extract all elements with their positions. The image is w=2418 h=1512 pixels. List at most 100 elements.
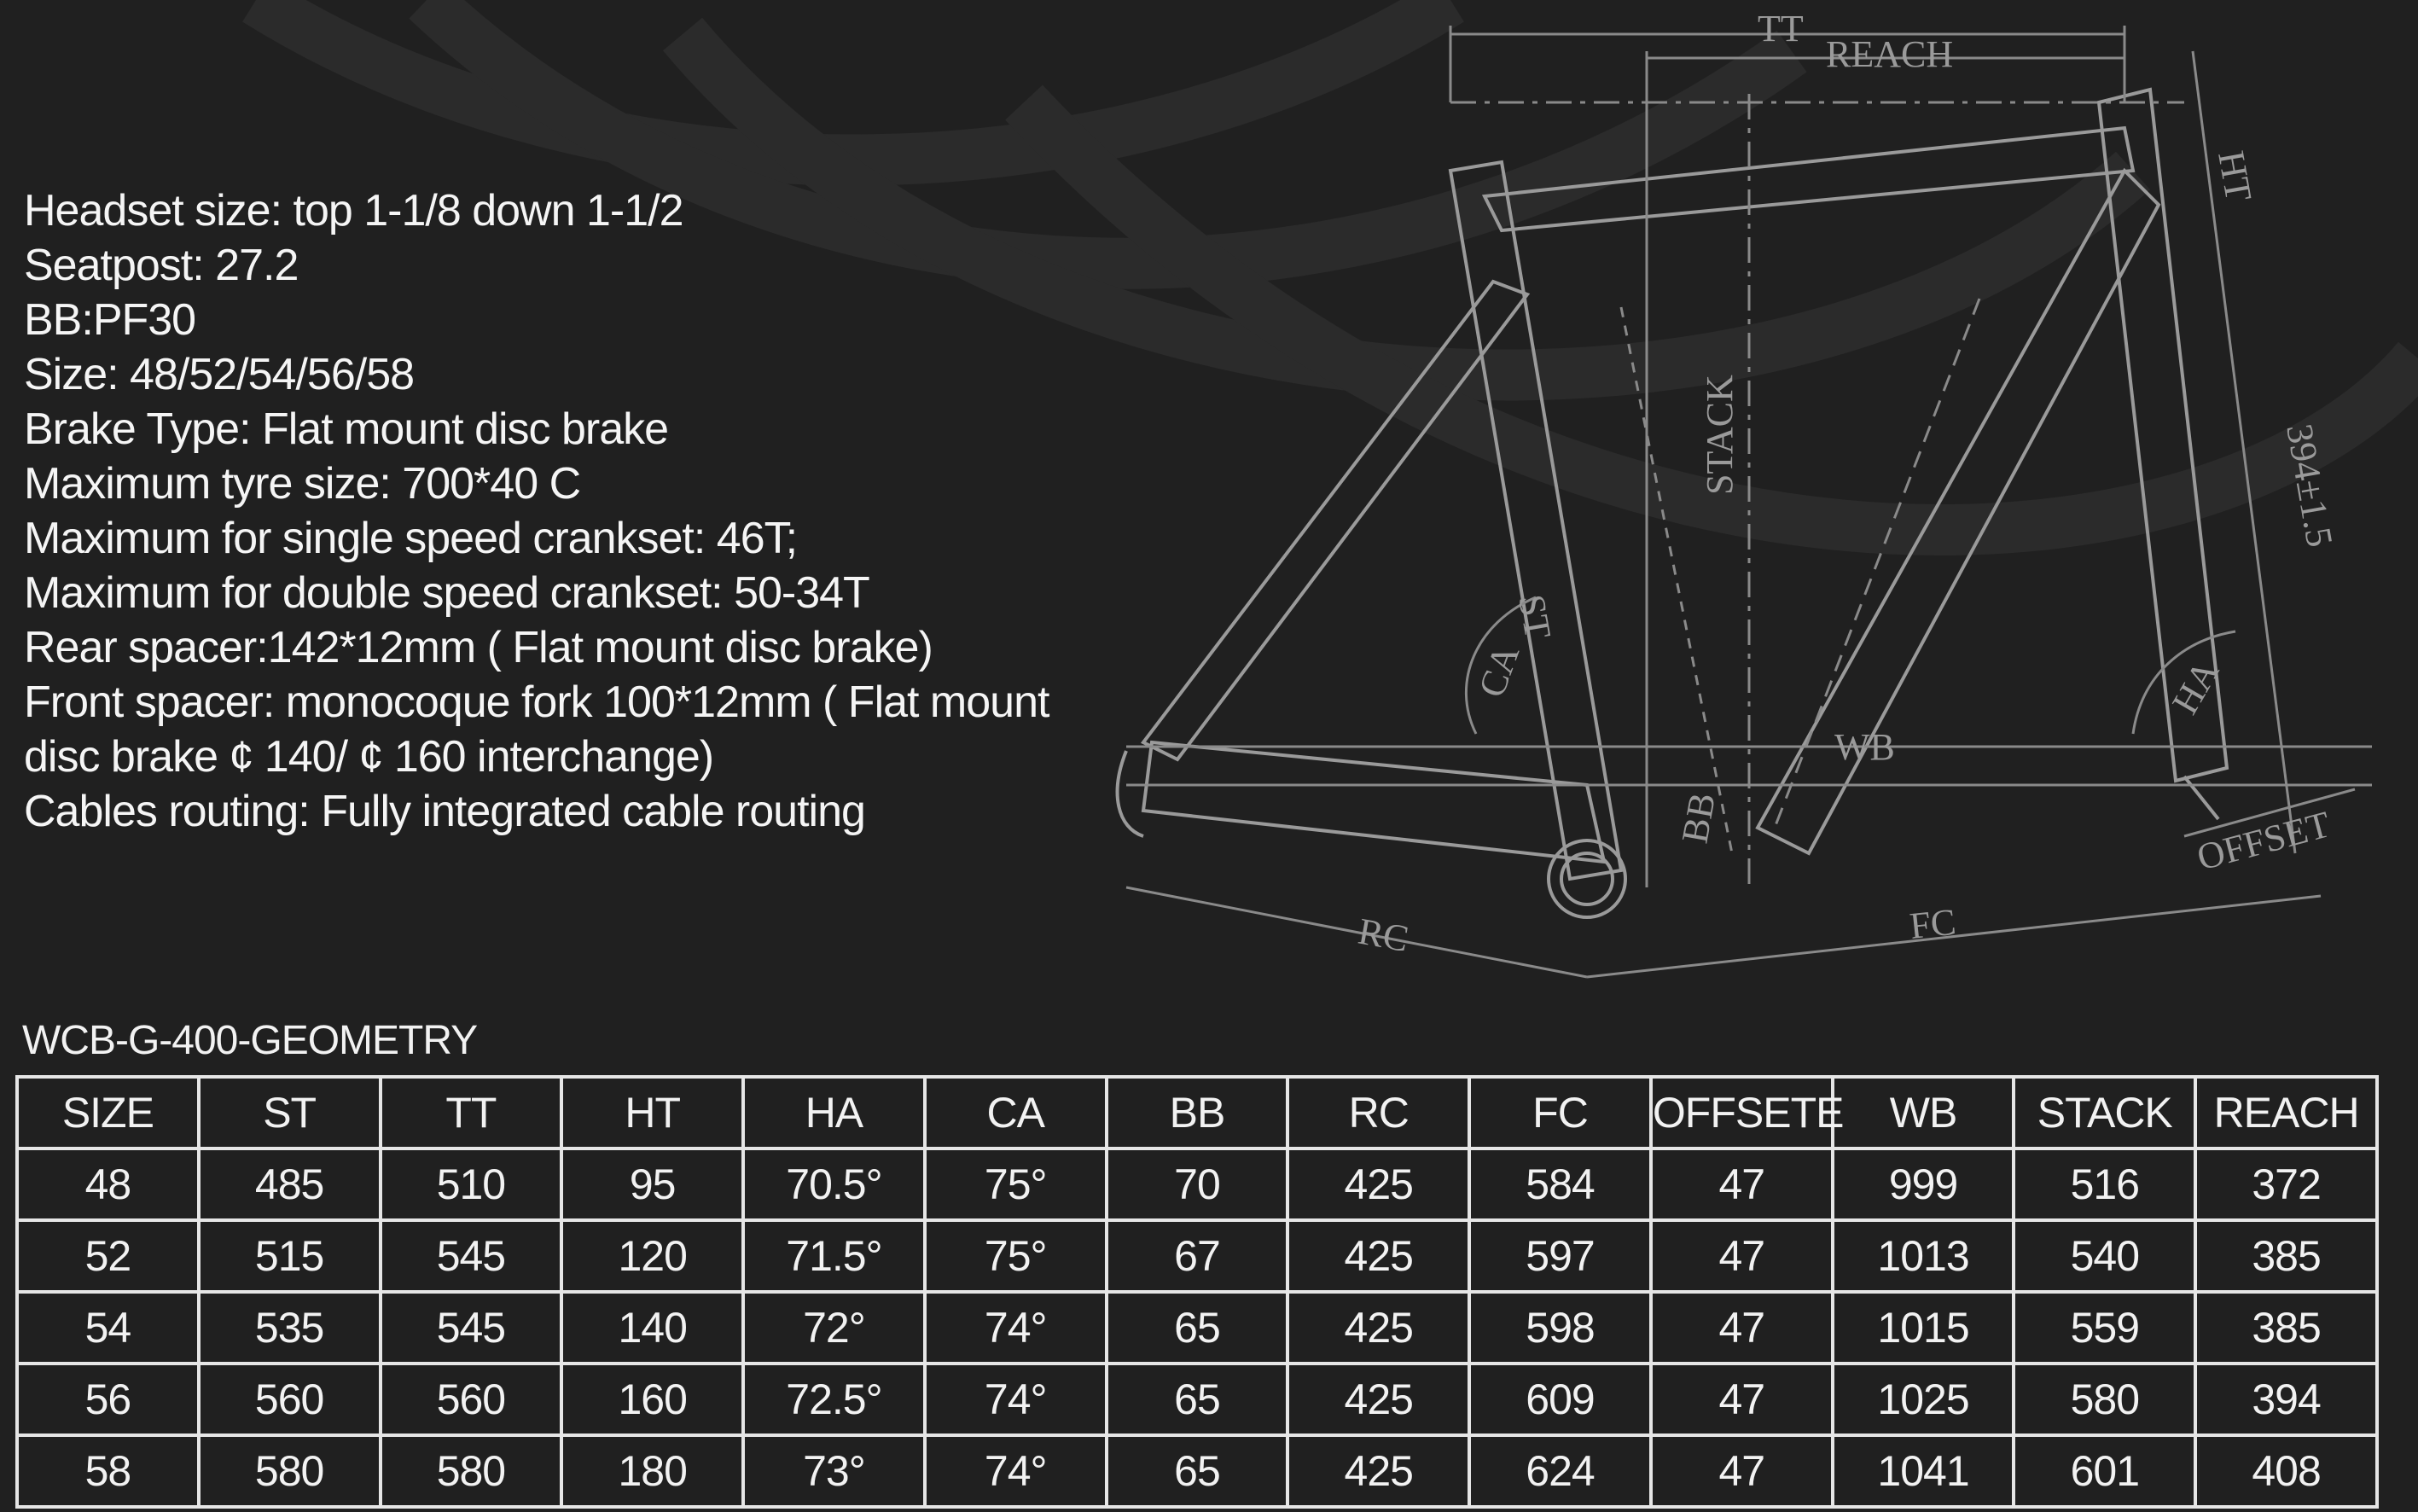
table-cell: 48 [15,1147,201,1222]
table-cell: 425 [1286,1218,1472,1294]
label-ca: CA [1470,639,1527,702]
label-ha: HA [2164,653,2227,721]
table-cell: 47 [1648,1433,1834,1509]
header-cell: BB [1104,1075,1290,1150]
table-cell: 580 [196,1433,382,1509]
table-cell: 559 [2012,1290,2198,1365]
table-cell: 545 [378,1218,564,1294]
table-cell: 75° [922,1147,1108,1222]
header-cell: CA [922,1075,1108,1150]
table-cell: 75° [922,1218,1108,1294]
table-cell: 47 [1648,1147,1834,1222]
table-cell: 545 [378,1290,564,1365]
table-cell: 515 [196,1218,382,1294]
table-cell: 74° [922,1362,1108,1437]
table-cell: 560 [196,1362,382,1437]
header-cell: HA [741,1075,927,1150]
header-cell: WB [1830,1075,2016,1150]
table-cell: 580 [378,1433,564,1509]
header-cell: FC [1468,1075,1653,1150]
table-cell: 1013 [1830,1218,2016,1294]
label-wb: WB [1834,726,1895,768]
spec-item: Cables routing: Fully integrated cable r… [24,787,866,836]
table-cell: 73° [741,1433,927,1509]
table-cell: 52 [15,1218,201,1294]
table-cell: 95 [560,1147,746,1222]
table-cell: 425 [1286,1290,1472,1365]
spec-item: Brake Type: Flat mount disc brake [24,404,669,454]
header-cell: HT [560,1075,746,1150]
table-cell: 601 [2012,1433,2198,1509]
table-cell: 609 [1468,1362,1653,1437]
table-cell: 47 [1648,1290,1834,1365]
table-cell: 65 [1104,1362,1290,1437]
table-cell: 72.5° [741,1362,927,1437]
table-header-row: SIZE ST TT HT HA CA BB RC FC OFFSETE WB … [15,1075,2379,1150]
table-cell: 584 [1468,1147,1653,1222]
table-cell: 598 [1468,1290,1653,1365]
table-cell: 385 [2194,1290,2379,1365]
spec-item: Seatpost: 27.2 [24,241,299,290]
table-cell: 70 [1104,1147,1290,1222]
spec-item: BB:PF30 [24,295,196,345]
table-cell: 65 [1104,1433,1290,1509]
label-rc: RC [1355,910,1411,960]
label-ht: HT [2210,148,2259,204]
table-cell: 560 [378,1362,564,1437]
table-cell: 160 [560,1362,746,1437]
table-cell: 1041 [1830,1433,2016,1509]
label-stack: STACK [1699,375,1741,495]
table-cell: 1025 [1830,1362,2016,1437]
table-cell: 1015 [1830,1290,2016,1365]
table-cell: 485 [196,1147,382,1222]
table-cell: 540 [2012,1218,2198,1294]
table-cell: 535 [196,1290,382,1365]
table-cell: 425 [1286,1147,1472,1222]
frame-geometry-diagram: TT REACH HT STACK ST CA WB HA BB OFFSET … [1115,8,2372,979]
spec-item: disc brake ¢ 140/ ¢ 160 interchange) [24,732,714,782]
label-fork-length: 394±1.5 [2278,421,2340,550]
table-cell: 47 [1648,1218,1834,1294]
table-cell: 74° [922,1433,1108,1509]
table-cell: 71.5° [741,1218,927,1294]
table-cell: 580 [2012,1362,2198,1437]
label-st: ST [1510,591,1559,642]
table-cell: 180 [560,1433,746,1509]
table-cell: 624 [1468,1433,1653,1509]
geometry-table: SIZE ST TT HT HA CA BB RC FC OFFSETE WB … [15,1075,2379,1509]
spec-item: Maximum tyre size: 700*40 C [24,459,581,509]
table-cell: 74° [922,1290,1108,1365]
spec-list: Headset size: top 1-1/8 down 1-1/2 Seatp… [24,183,1049,839]
table-cell: 72° [741,1290,927,1365]
label-reach: REACH [1826,33,1953,75]
header-cell: SIZE [15,1075,201,1150]
table-cell: 58 [15,1433,201,1509]
spec-item: Maximum for double speed crankset: 50-34… [24,568,870,618]
label-fc: FC [1908,901,1958,947]
table-cell: 65 [1104,1290,1290,1365]
header-cell: REACH [2194,1075,2379,1150]
header-cell: TT [378,1075,564,1150]
spec-item: Rear spacer:142*12mm ( Flat mount disc b… [24,623,933,672]
table-cell: 385 [2194,1218,2379,1294]
label-bb: BB [1674,789,1723,846]
table-cell: 120 [560,1218,746,1294]
table-cell: 999 [1830,1147,2016,1222]
table-cell: 408 [2194,1433,2379,1509]
label-tt: TT [1758,8,1804,49]
spec-item: Size: 48/52/54/56/58 [24,350,415,399]
header-cell: ST [196,1075,382,1150]
table-cell: 67 [1104,1218,1290,1294]
table-cell: 510 [378,1147,564,1222]
spec-item: Front spacer: monocoque fork 100*12mm ( … [24,677,1049,727]
table-cell: 70.5° [741,1147,927,1222]
dimension-lines [1125,26,2372,979]
geometry-title: WCB-G-400-GEOMETRY [22,1018,478,1063]
table-cell: 597 [1468,1218,1653,1294]
